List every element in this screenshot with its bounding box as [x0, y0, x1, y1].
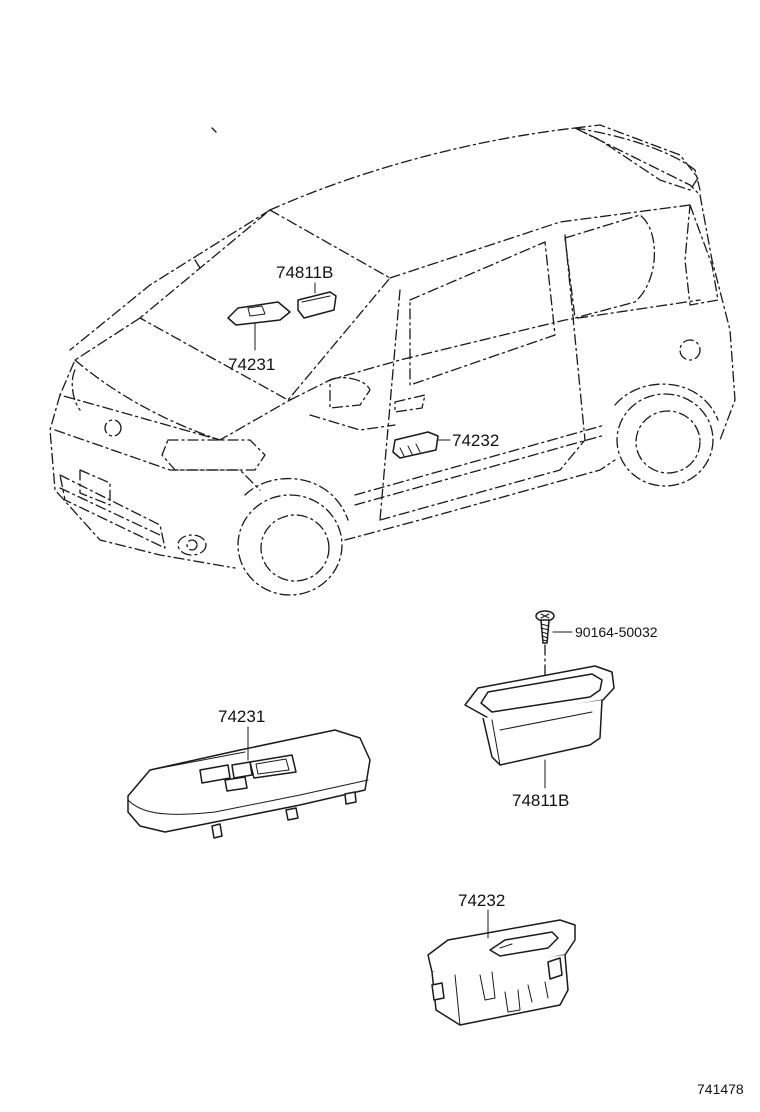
label-passenger-switch: 74232	[458, 891, 505, 910]
passenger-switch-detail	[427, 919, 576, 1026]
diagram-code: 741478	[697, 1081, 744, 1097]
label-car-master: 74231	[228, 355, 275, 374]
screw	[535, 610, 555, 644]
car-passenger-switch	[392, 431, 439, 459]
label-car-bezel: 74811B	[276, 263, 333, 282]
vehicle-outline	[49, 124, 736, 596]
master-switch-detail	[127, 729, 371, 839]
label-screw: 90164-50032	[575, 624, 658, 640]
car-bezel	[297, 291, 337, 319]
label-bezel: 74811B	[512, 791, 569, 810]
bezel-detail	[464, 665, 615, 766]
car-master-switch	[227, 301, 291, 326]
label-master-switch: 74231	[218, 707, 265, 726]
label-car-passenger: 74232	[452, 431, 499, 450]
